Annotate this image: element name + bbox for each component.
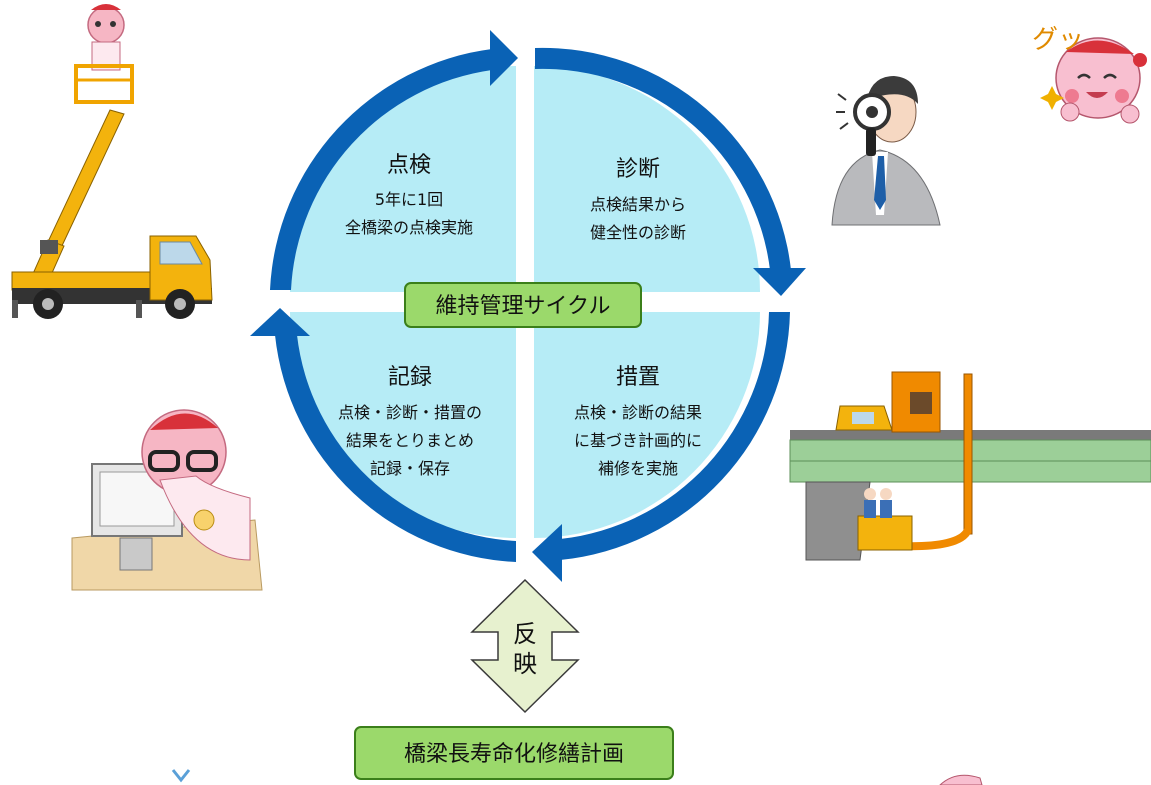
thumbs-up-mascot-illustration: グッ <box>1032 25 1147 124</box>
cycle-arrow-record-to-inspection <box>250 308 516 562</box>
record-line-3: 記録・保存 <box>370 459 450 478</box>
feedback-label-char-1: 反 <box>513 620 537 648</box>
diagnosis-man-illustration <box>831 76 941 226</box>
plan-label: 橋梁長寿命化修繕計画 <box>404 742 624 767</box>
inspection-title: 点検 <box>387 153 431 178</box>
center-label-box: 維持管理サイクル <box>404 282 642 328</box>
feedback-double-arrow: 反 映 <box>470 578 580 714</box>
mascot-exclaim-text: グッ <box>1032 25 1084 55</box>
plan-label-box: 橋梁長寿命化修繕計画 <box>354 726 674 780</box>
partial-decoration-bottom-left <box>171 769 191 783</box>
measures-title: 措置 <box>616 365 660 390</box>
cycle-arrow-diagnosis-to-measures <box>535 47 806 296</box>
diagnosis-line-2: 健全性の診断 <box>590 223 686 242</box>
record-line-1: 点検・診断・措置の <box>338 403 482 422</box>
quadrant-diagnosis <box>534 66 760 292</box>
cycle-arrow-inspection-to-diagnosis <box>270 30 518 290</box>
center-label: 維持管理サイクル <box>436 294 611 319</box>
record-title: 記録 <box>388 365 432 390</box>
diagnosis-title: 診断 <box>616 157 660 182</box>
measures-line-1: 点検・診断の結果 <box>574 403 702 422</box>
cycle-arrow-measures-to-record <box>532 312 790 582</box>
record-mascot-computer-illustration <box>71 409 263 591</box>
inspection-line-1: 5年に1回 <box>375 190 443 209</box>
diagnosis-text: 診断 点検結果から 健全性の診断 <box>590 157 686 242</box>
aerial-work-truck-illustration <box>11 4 213 319</box>
partial-mascot-bottom-right <box>939 774 983 785</box>
record-text: 記録 点検・診断・措置の 結果をとりまとめ 記録・保存 <box>338 365 482 478</box>
measures-line-3: 補修を実施 <box>598 459 678 478</box>
inspection-text: 点検 5年に1回 全橋梁の点検実施 <box>345 153 473 237</box>
quadrant-inspection <box>290 66 516 292</box>
quadrant-measures <box>534 312 760 538</box>
cycle-quadrants <box>290 66 760 538</box>
inspection-line-2: 全橋梁の点検実施 <box>345 218 473 237</box>
feedback-label-char-2: 映 <box>513 650 537 678</box>
diagnosis-line-1: 点検結果から <box>590 195 686 214</box>
measures-text: 措置 点検・診断の結果 に基づき計画的に 補修を実施 <box>574 365 702 478</box>
record-line-2: 結果をとりまとめ <box>346 431 474 450</box>
measures-line-2: に基づき計画的に <box>574 431 702 450</box>
cycle-arrows <box>250 30 806 582</box>
quadrant-record <box>290 312 516 538</box>
bridge-inspection-vehicle-illustration <box>789 371 1151 561</box>
